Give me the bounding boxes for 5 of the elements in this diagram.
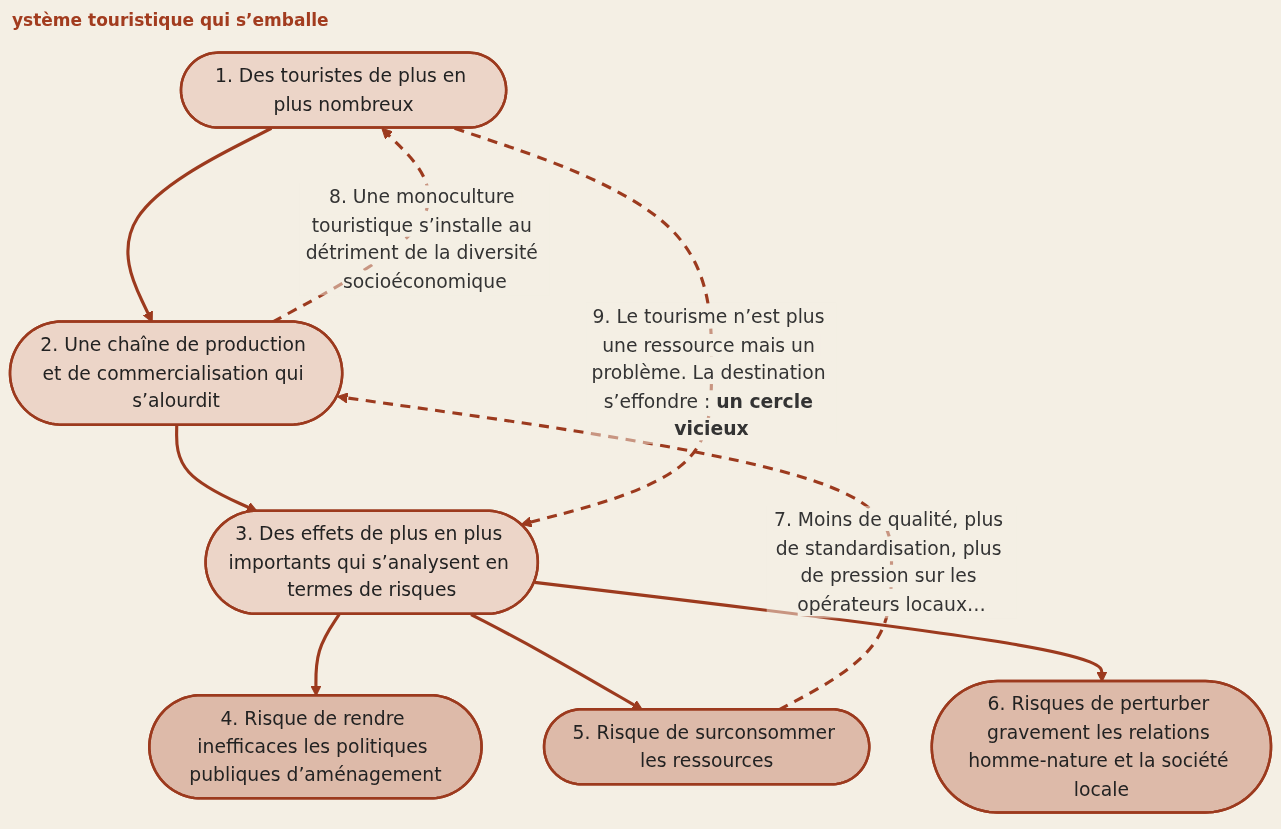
arrow [175,425,258,513]
diagram-title: ystème touristique qui s’emballe [12,10,329,30]
edge-label: 9. Le tourisme n’est plus une ressource mais un problème. La destination s’effondre : un cercle vicieux [591,305,826,441]
edge-label: 7. Moins de qualité, plus de standardisation, plus de pression sur les opérateurs locaux… [773,508,1004,616]
edge-label: 8. Une monoculture touristique s’installe au détriment de la diversité socioéconomique [305,185,538,293]
